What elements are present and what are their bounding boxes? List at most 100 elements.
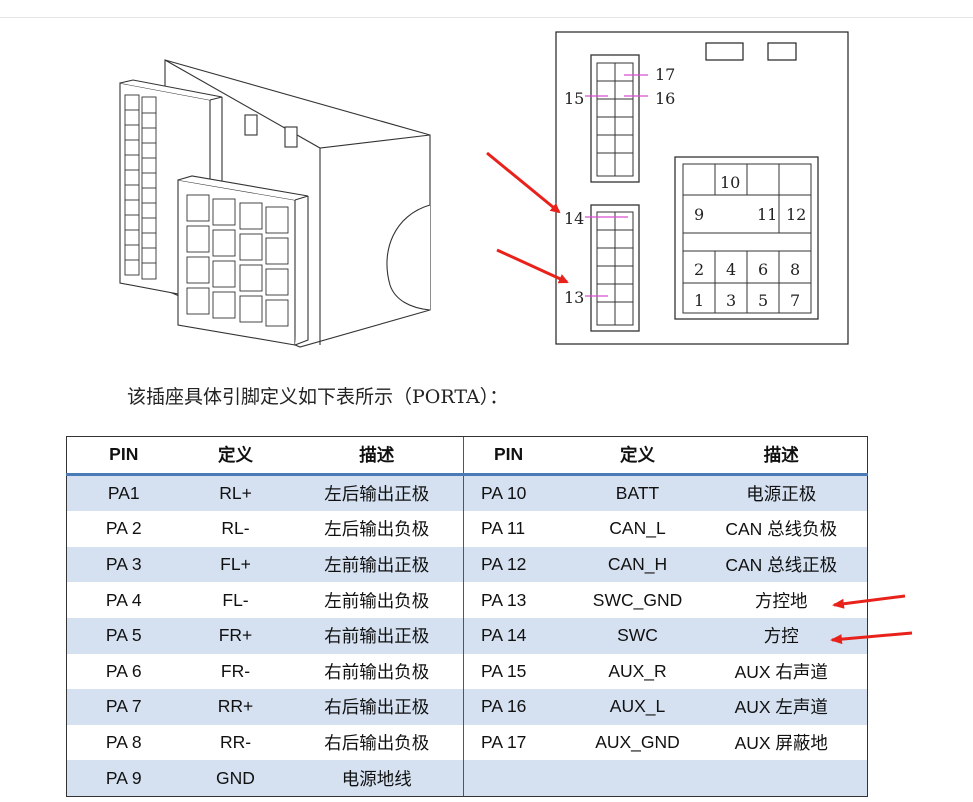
- cell-definition-right: CAN_L: [609, 518, 666, 539]
- pin-label-7: 7: [790, 291, 800, 310]
- cell-description-left: 右前输出正极: [290, 617, 464, 654]
- cell-description-left: 右前输出负极: [324, 661, 430, 682]
- cell-pin-left: PA 2: [66, 511, 181, 547]
- upper-pin-column: [590, 54, 640, 183]
- header-pin-left: PIN: [66, 436, 181, 476]
- connector-3d-drawing: [119, 59, 431, 348]
- cell-pin-left: PA 6: [66, 653, 181, 690]
- pin-label-4: 4: [726, 260, 736, 279]
- cell-description-right: CAN 总线正极: [695, 546, 868, 583]
- pin-label-9: 9: [694, 205, 704, 224]
- pin-label-1: 1: [694, 291, 704, 310]
- cell-definition-right: AUX_R: [608, 660, 667, 681]
- pin-label-11: 11: [757, 205, 777, 224]
- header-description-right: 描述: [695, 436, 868, 476]
- arrow-pin-14: [486, 151, 561, 214]
- table-row: PA 4 FL- 左前输出负极 PA 13 SWC_GND 方控地: [66, 582, 868, 618]
- cell-definition-right: AUX_L: [579, 689, 696, 725]
- cell-description-right: 电源正极: [695, 474, 868, 512]
- twelve-pin-block: [674, 156, 819, 320]
- cell-definition-right: CAN_H: [579, 546, 696, 583]
- cell-definition-left: FR+: [180, 617, 291, 654]
- cell-definition-left: RR-: [219, 732, 252, 753]
- cell-pin-left: PA 9: [66, 760, 181, 797]
- cell-pin-left: PA1: [66, 474, 181, 512]
- connector-figure: 17 16 15 14 13 10 9 11 12 2 4 6 8 1 3 5: [119, 31, 849, 348]
- cell-description-right: AUX 左声道: [695, 689, 868, 725]
- cell-pin-left: PA 3: [66, 546, 181, 583]
- top-divider: [0, 17, 973, 18]
- cell-description-right: AUX 右声道: [695, 653, 868, 690]
- cell-definition-left: FL+: [180, 546, 291, 583]
- pin-label-13: 13: [564, 288, 584, 307]
- cell-pin-left: PA 8: [66, 724, 181, 761]
- lower-pin-column: [590, 204, 640, 332]
- header-definition-right: 定义: [579, 436, 696, 476]
- pin-label-3: 3: [726, 291, 736, 310]
- cell-pin-right: PA 14: [463, 617, 580, 654]
- cell-description-right: [695, 760, 868, 797]
- cell-definition-right: AUX_GND: [595, 732, 680, 753]
- header-definition-left: 定义: [180, 436, 291, 476]
- pin-label-17: 17: [655, 65, 675, 84]
- cell-definition-left: GND: [180, 760, 291, 797]
- header-description-left: 描述: [290, 436, 464, 476]
- cell-pin-right: PA 15: [463, 653, 580, 690]
- pin-label-6: 6: [758, 260, 768, 279]
- cell-pin-right: PA 13: [463, 582, 580, 618]
- pin-label-16: 16: [655, 89, 675, 108]
- pin-markers: [585, 74, 648, 297]
- pin-label-15: 15: [564, 89, 584, 108]
- pin-label-10: 10: [720, 173, 740, 192]
- cell-pin-right: PA 10: [463, 474, 580, 512]
- cell-description-left: 右后输出负极: [324, 733, 430, 754]
- header-pin-right: PIN: [463, 436, 580, 476]
- arrow-row-pa14: [830, 631, 913, 645]
- cell-pin-right: PA 17: [463, 724, 580, 761]
- cell-description-left: 右后输出正极: [290, 689, 464, 725]
- arrow-pin-13: [496, 248, 569, 284]
- cell-definition-right: [579, 760, 696, 797]
- cell-description-left: 左后输出负极: [324, 519, 430, 540]
- cell-description-right: 方控: [695, 617, 868, 654]
- cell-pin-left: PA 4: [66, 582, 181, 618]
- cell-definition-right: BATT: [579, 474, 696, 512]
- pin-label-2: 2: [694, 260, 704, 279]
- cell-description-left: 左前输出负极: [324, 590, 430, 611]
- cell-description-right: 方控地: [695, 582, 868, 618]
- table-row: PA 2 RL- 左后输出负极 PA 11 CAN_L CAN 总线负极: [66, 511, 868, 547]
- cell-definition-left: RL+: [180, 474, 291, 512]
- table-header-row: PIN 定义 描述 PIN 定义 描述: [66, 436, 868, 476]
- figure-arrows: [486, 151, 569, 284]
- pin-label-5: 5: [758, 291, 768, 310]
- cell-pin-right: PA 12: [463, 546, 580, 583]
- cell-definition-left: FR-: [220, 660, 251, 681]
- cell-description-right: AUX 屏蔽地: [695, 724, 868, 761]
- cell-definition-right: SWC_GND: [592, 589, 683, 610]
- cell-pin-right: PA 11: [463, 511, 580, 547]
- table-row: PA 8 RR- 右后输出负极 PA 17 AUX_GND AUX 屏蔽地: [66, 724, 868, 761]
- cell-pin-left: PA 7: [66, 689, 181, 725]
- cell-definition-left: FL-: [222, 589, 249, 610]
- cell-description-left: 左前输出正极: [290, 546, 464, 583]
- cell-pin-left: PA 5: [66, 617, 181, 654]
- pin-label-8: 8: [790, 260, 800, 279]
- cell-definition-left: RR+: [180, 689, 291, 725]
- cell-description-left: 电源地线: [290, 760, 464, 797]
- arrow-row-pa13: [832, 594, 906, 609]
- table-row: PA 6 FR- 右前输出负极 PA 15 AUX_R AUX 右声道: [66, 653, 868, 690]
- pin-label-14: 14: [564, 209, 584, 228]
- pinout-panel: 17 16 15 14 13 10 9 11 12 2 4 6 8 1 3 5: [555, 31, 849, 345]
- table-caption: 该插座具体引脚定义如下表所示（PORTA）：: [127, 386, 509, 408]
- cell-pin-right: PA 16: [463, 689, 580, 725]
- cell-definition-left: RL-: [221, 518, 250, 539]
- cell-definition-right: SWC: [579, 617, 696, 654]
- cell-description-right: CAN 总线负极: [695, 511, 868, 547]
